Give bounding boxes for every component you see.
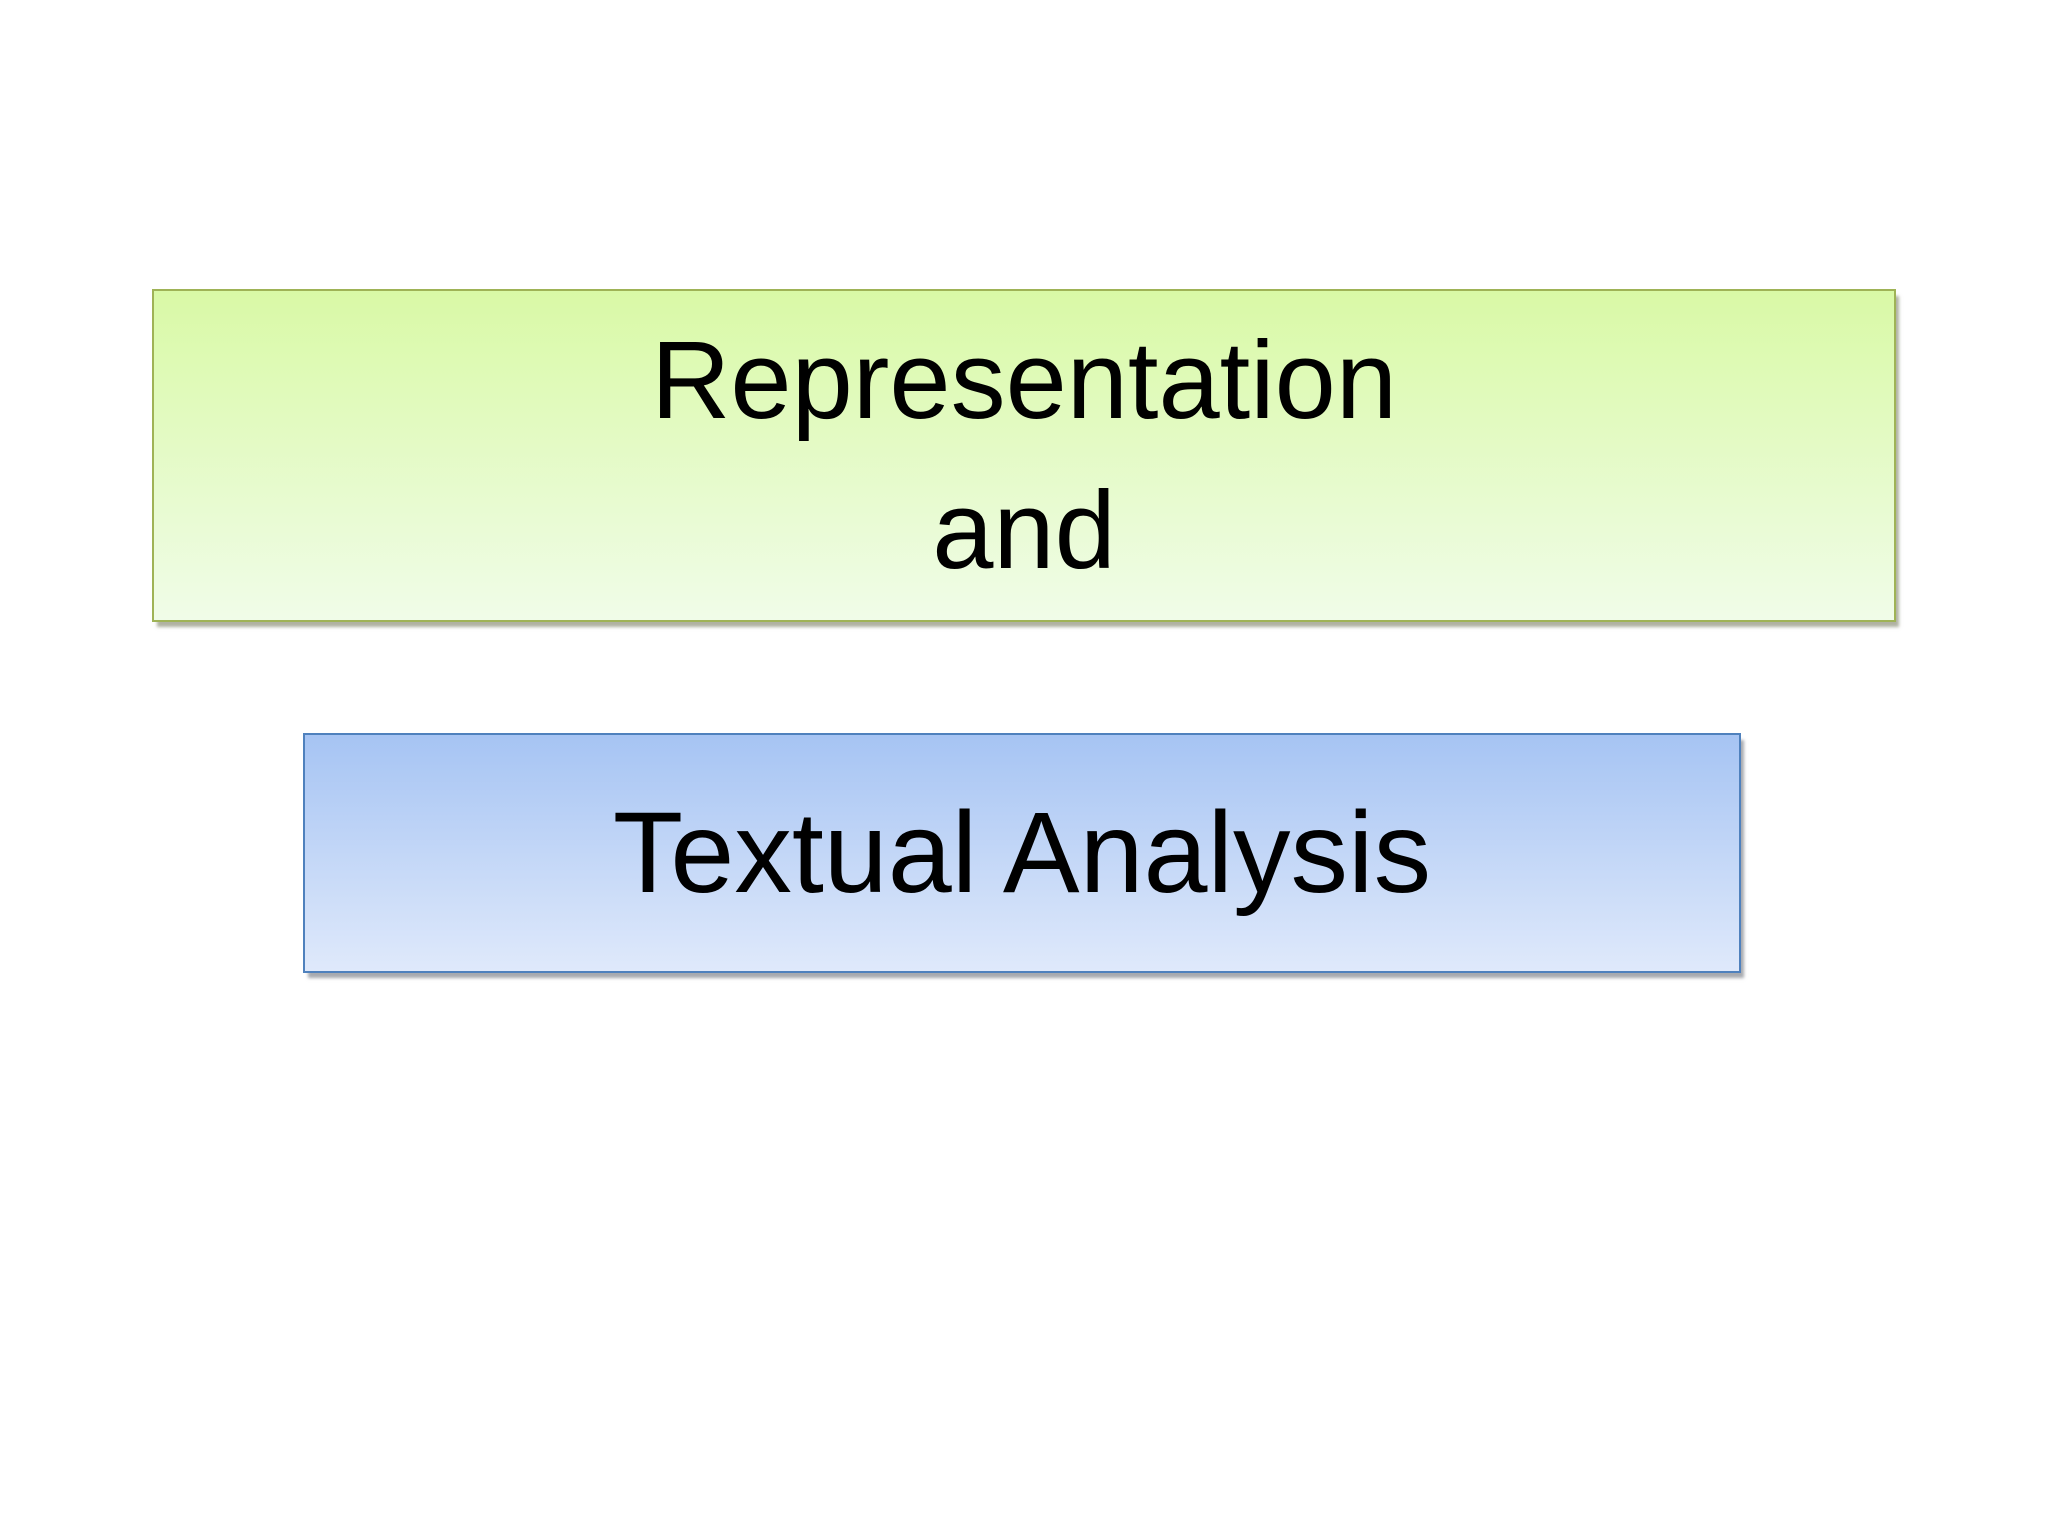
- subtitle-box: Textual Analysis: [303, 733, 1741, 973]
- title-line-2: and: [932, 468, 1116, 592]
- title-line-1: Representation: [650, 318, 1398, 442]
- subtitle-text: Textual Analysis: [612, 789, 1432, 917]
- title-box: Representation and: [152, 289, 1896, 622]
